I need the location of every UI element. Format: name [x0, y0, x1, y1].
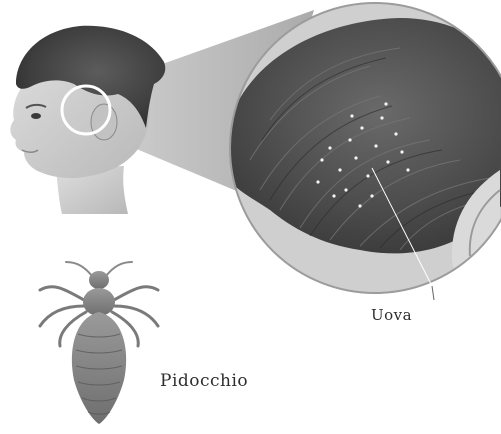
child-head-profile [10, 26, 165, 214]
eggs-label: Uova [371, 306, 412, 324]
louse-label: Pidocchio [160, 371, 248, 391]
louse-illustration [40, 262, 158, 424]
